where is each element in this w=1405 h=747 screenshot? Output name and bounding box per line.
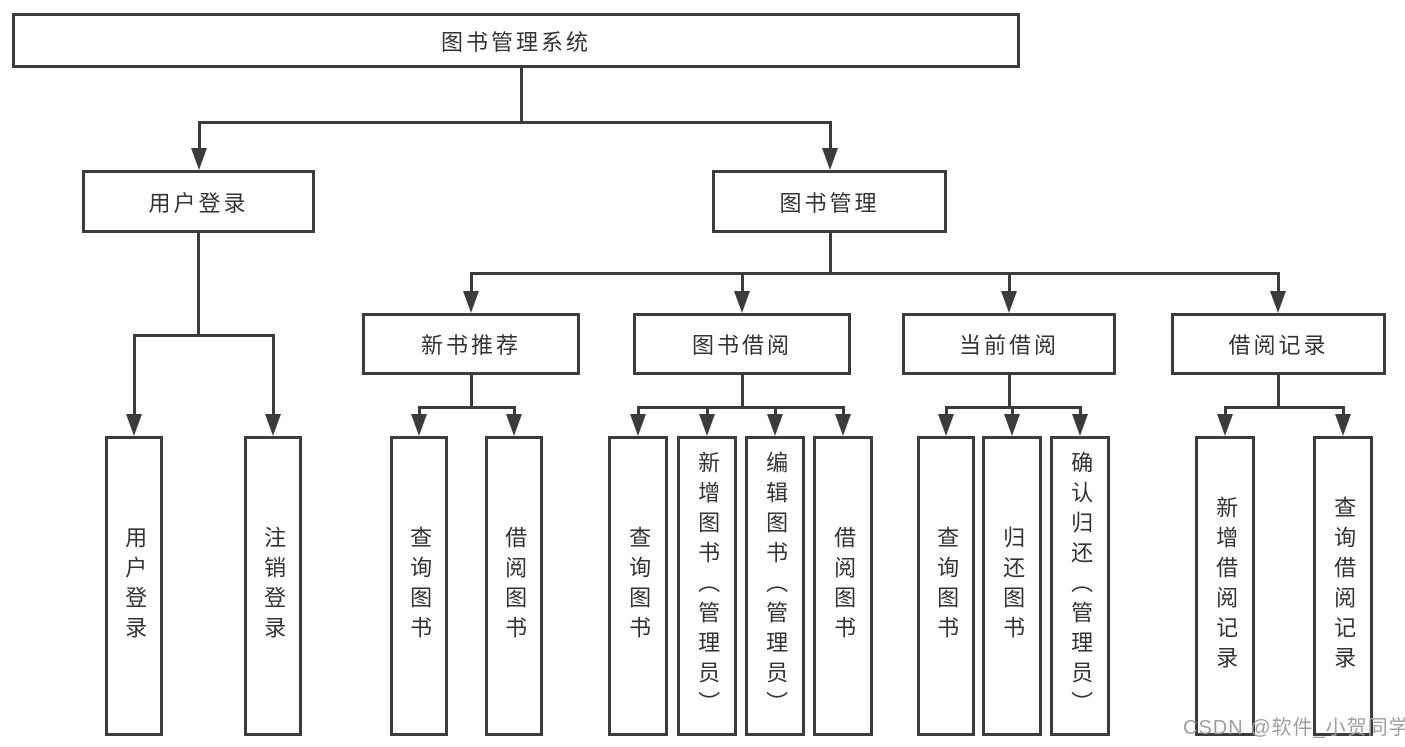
connector-drop: [636, 407, 640, 418]
arrowhead-down-icon: [1270, 291, 1286, 313]
arrowhead-down-icon: [630, 414, 646, 436]
arrowhead-down-icon: [1004, 414, 1020, 436]
diagram-node-label-leaf-logout: 注销登录: [261, 526, 287, 646]
connector-drop: [512, 407, 516, 418]
diagram-node-book-borrowing: 图书借阅: [633, 313, 851, 375]
connector-stub: [1007, 373, 1011, 409]
arrowhead-down-icon: [938, 414, 954, 436]
arrowhead-down-icon: [1072, 414, 1088, 436]
diagram-node-borrowing-records: 借阅记录: [1171, 313, 1386, 375]
diagram-node-leaf-logout: 注销登录: [244, 436, 302, 736]
diagram-node-label-leaf-confirm-return: 确认归还（管理员）: [1068, 451, 1094, 721]
connector-drop: [705, 407, 709, 418]
diagram-node-leaf-borrow-books-1: 借阅图书: [485, 436, 543, 736]
arrowhead-down-icon: [734, 291, 750, 313]
diagram-node-label-system: 图书管理系统: [440, 29, 591, 55]
connector-branch: [636, 405, 845, 409]
diagram-node-system: 图书管理系统: [12, 13, 1020, 68]
connector-drop: [1010, 407, 1014, 418]
arrowhead-down-icon: [463, 291, 479, 313]
arrowhead-down-icon: [1217, 414, 1233, 436]
connector-branch: [197, 120, 832, 124]
connector-drop: [740, 273, 744, 295]
connector-branch: [417, 405, 516, 409]
arrowhead-down-icon: [506, 414, 522, 436]
arrowhead-down-icon: [1335, 414, 1351, 436]
diagram-node-leaf-borrow-books-2: 借阅图书: [813, 436, 873, 736]
csdn-watermark: CSDN @软件_小贺同学: [1183, 717, 1405, 739]
connector-drop: [417, 407, 421, 418]
connector-branch: [132, 333, 275, 337]
diagram-node-leaf-query-borrow-record: 查询借阅记录: [1313, 436, 1373, 736]
connector-drop: [944, 407, 948, 418]
diagram-node-label-leaf-user-login: 用户登录: [122, 526, 148, 646]
diagram-node-label-leaf-borrow-books-1: 借阅图书: [502, 526, 528, 646]
connector-drop: [828, 122, 832, 152]
diagram-node-label-leaf-add-borrow-record: 新增借阅记录: [1213, 496, 1239, 676]
diagram-node-new-book-recommend: 新书推荐: [362, 313, 580, 375]
diagram-node-leaf-query-books-2: 查询图书: [608, 436, 668, 736]
connector-drop: [1223, 407, 1227, 418]
arrowhead-down-icon: [1001, 291, 1017, 313]
diagram-node-book-management: 图书管理: [712, 170, 947, 233]
connector-stub: [740, 373, 744, 409]
diagram-node-label-leaf-query-books-1: 查询图书: [407, 526, 433, 646]
diagram-node-user-login: 用户登录: [82, 170, 315, 233]
diagram-node-label-leaf-query-books-2: 查询图书: [626, 526, 652, 646]
connector-stub: [828, 231, 832, 275]
arrowhead-down-icon: [265, 414, 281, 436]
arrowhead-down-icon: [126, 414, 142, 436]
diagram-node-leaf-confirm-return: 确认归还（管理员）: [1050, 436, 1110, 736]
connector-branch: [469, 271, 1280, 275]
connector-branch: [1223, 405, 1345, 409]
diagram-node-leaf-edit-books: 编辑图书（管理员）: [745, 436, 805, 736]
diagram-node-leaf-query-books-1: 查询图书: [390, 436, 448, 736]
diagram-node-label-leaf-query-books-3: 查询图书: [934, 526, 960, 646]
connector-stub: [519, 66, 523, 124]
diagram-node-leaf-return-books: 归还图书: [982, 436, 1042, 736]
arrowhead-down-icon: [767, 414, 783, 436]
connector-stub: [1276, 373, 1280, 409]
diagram-node-label-leaf-borrow-books-2: 借阅图书: [831, 526, 857, 646]
arrowhead-down-icon: [822, 148, 838, 170]
diagram-node-current-borrowing: 当前借阅: [902, 313, 1116, 375]
connector-drop: [271, 335, 275, 418]
diagram-node-leaf-add-books: 新增图书（管理员）: [677, 436, 737, 736]
arrowhead-down-icon: [699, 414, 715, 436]
diagram-node-label-book-management: 图书管理: [779, 190, 880, 216]
diagram-node-label-leaf-edit-books: 编辑图书（管理员）: [763, 451, 789, 721]
diagram-node-label-new-book-recommend: 新书推荐: [420, 333, 521, 358]
connector-drop: [469, 273, 473, 295]
connector-drop: [1276, 273, 1280, 295]
arrowhead-down-icon: [411, 414, 427, 436]
connector-stub: [469, 373, 473, 409]
diagram-node-label-leaf-query-borrow-record: 查询借阅记录: [1331, 496, 1357, 676]
arrowhead-down-icon: [835, 414, 851, 436]
diagram-node-label-current-borrowing: 当前借阅: [958, 333, 1059, 358]
diagram-node-label-leaf-return-books: 归还图书: [1000, 526, 1026, 646]
connector-drop: [1007, 273, 1011, 295]
diagram-node-label-borrowing-records: 借阅记录: [1228, 333, 1329, 358]
connector-drop: [1078, 407, 1082, 418]
connector-drop: [841, 407, 845, 418]
diagram-node-label-book-borrowing: 图书借阅: [691, 333, 792, 358]
diagram-node-label-user-login: 用户登录: [148, 190, 249, 216]
diagram-node-leaf-query-books-3: 查询图书: [917, 436, 975, 736]
connector-stub: [196, 231, 200, 337]
connector-drop: [132, 335, 136, 418]
diagram-node-leaf-add-borrow-record: 新增借阅记录: [1195, 436, 1255, 736]
arrowhead-down-icon: [191, 148, 207, 170]
connector-drop: [197, 122, 201, 152]
diagram-node-label-leaf-add-books: 新增图书（管理员）: [695, 451, 721, 721]
connector-drop: [1341, 407, 1345, 418]
diagram-node-leaf-user-login: 用户登录: [105, 436, 163, 736]
connector-drop: [773, 407, 777, 418]
